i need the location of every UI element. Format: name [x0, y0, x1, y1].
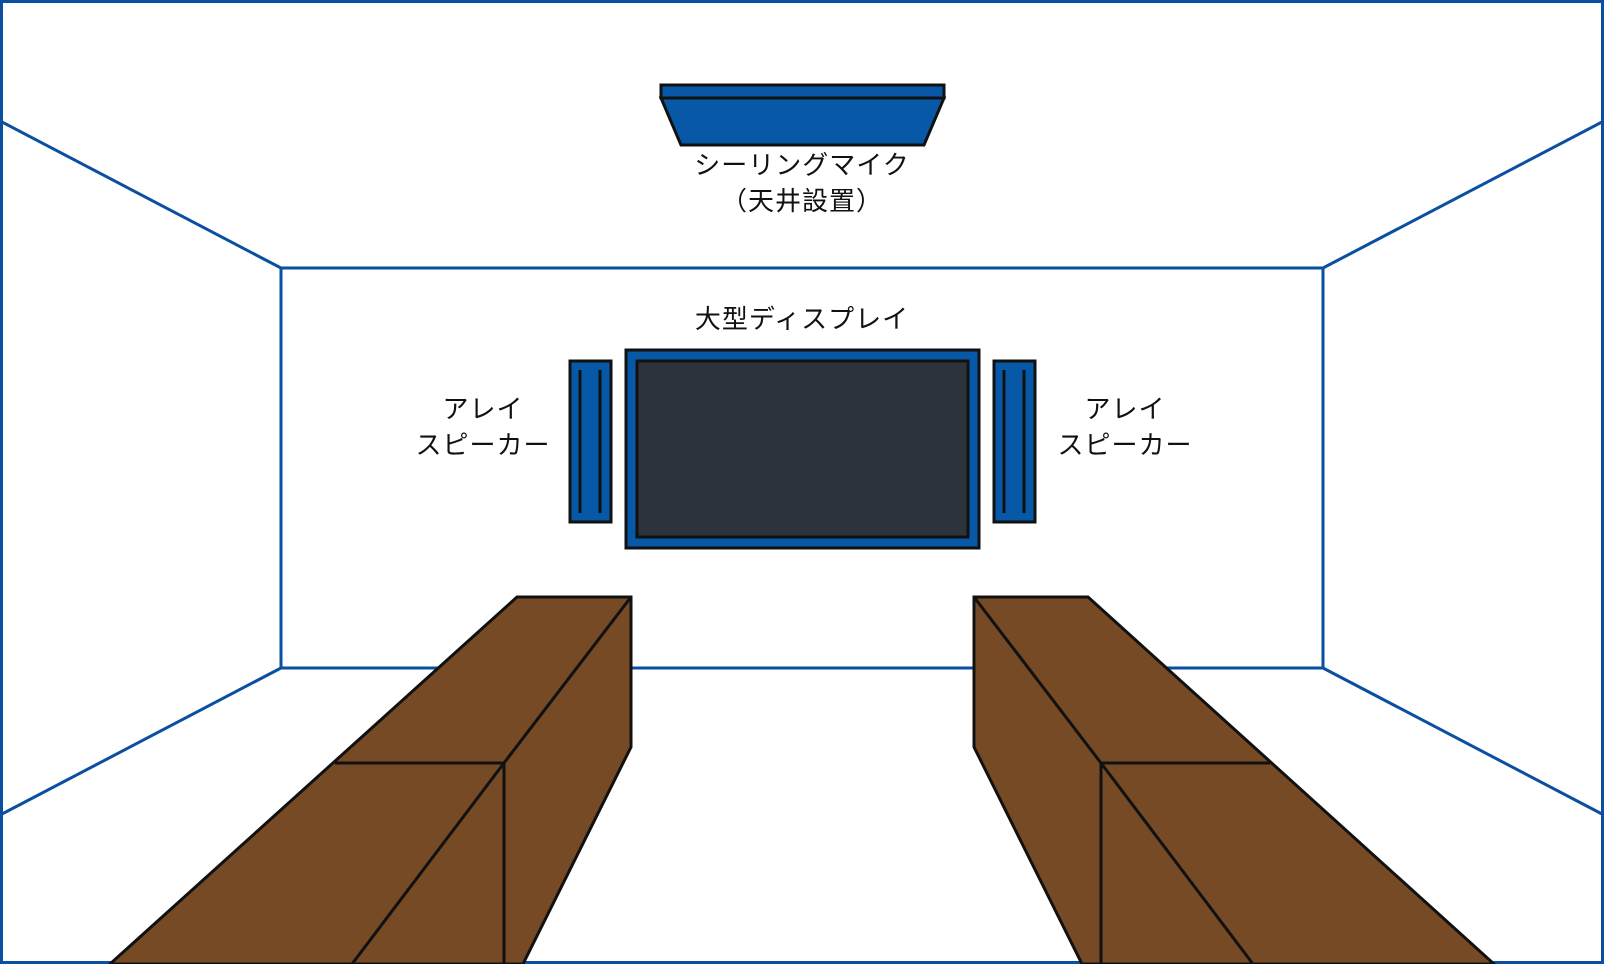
floor-edge-right: [1322, 666, 1603, 816]
ceiling-mic-label: シーリングマイク （天井設置）: [652, 148, 952, 220]
speaker-left-label-line2: スピーカー: [415, 431, 551, 461]
speaker-left-label-line1: アレイ: [442, 395, 524, 425]
large-display: [624, 348, 981, 550]
array-speaker-right: [992, 359, 1037, 524]
display-label: 大型ディスプレイ: [694, 305, 910, 335]
ceiling-microphone: [658, 83, 947, 147]
back-wall: [279, 266, 1325, 670]
floor-edge-left: [1, 666, 282, 816]
speaker-right-label: アレイ スピーカー: [1030, 392, 1220, 464]
ceiling-mic-label-line2: （天井設置）: [720, 187, 883, 217]
speaker-left-label: アレイ スピーカー: [388, 392, 578, 464]
speaker-right-label-line1: アレイ: [1084, 395, 1166, 425]
mic-mount-plate: [659, 83, 946, 100]
display-screen: [635, 359, 970, 539]
ceiling-edge-right: [1322, 120, 1603, 270]
mic-body: [658, 96, 947, 147]
array-speaker-left: [568, 359, 613, 524]
speaker-right-label-line2: スピーカー: [1057, 431, 1193, 461]
ceiling-edge-left: [1, 120, 282, 270]
desk-left: [107, 595, 633, 964]
ceiling-mic-label-line1: シーリングマイク: [694, 151, 910, 181]
desk-right: [972, 595, 1497, 964]
